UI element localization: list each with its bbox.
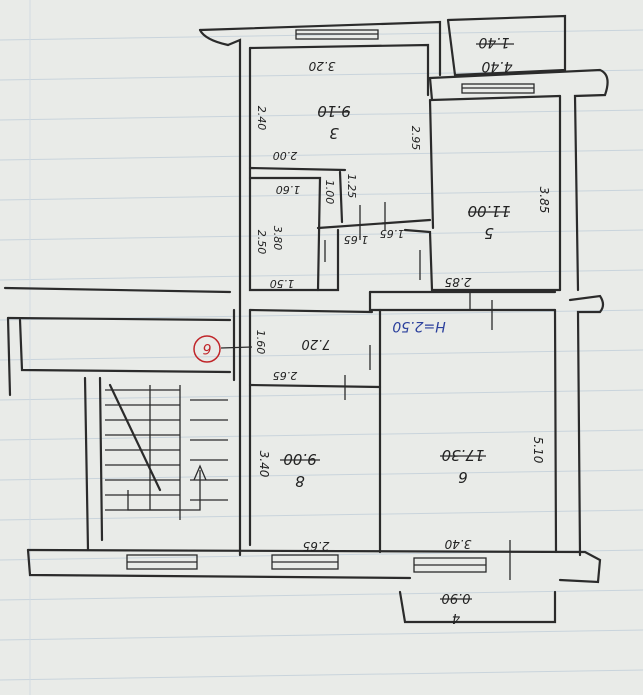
room-7-height-dim: 1.60 (254, 330, 267, 355)
room-3-top-dim: 3.20 (308, 59, 335, 73)
room-7: 6 7.20 1.60 2.65 (193, 330, 331, 382)
room-5-area: 11.00 (468, 202, 511, 220)
ceiling-height: H=2.50 (392, 318, 446, 334)
room-6-area: 17.30 (442, 446, 485, 464)
room-8-left-dim: 3.40 (257, 451, 271, 478)
wc-bottom-dim: 1.50 (270, 277, 295, 290)
room-5-number: 5 (484, 224, 494, 242)
balcony-area: 0.90 (442, 590, 471, 605)
room-marker-label: 6 (202, 340, 211, 356)
room-6: 17.30 6 5.10 3.40 (440, 437, 545, 551)
room-wc: 2.00 1.60 1.00 1.25 3.80 2.50 1.50 (255, 149, 358, 290)
hall-dim: 1.65 (344, 233, 369, 246)
balcony-number: 4 (452, 610, 460, 625)
room-5: 11.00 5 3.85 2.85 (445, 187, 551, 289)
wc-side-a-dim: 1.00 (323, 180, 336, 205)
room-3-number: 3 (329, 124, 339, 142)
inner-walls (232, 43, 562, 554)
room-6-right-dim: 5.10 (531, 437, 545, 464)
room-6-bottom-dim: 3.40 (444, 537, 471, 551)
balcony-outline (398, 590, 557, 624)
wc-mid-dim: 1.60 (276, 183, 301, 196)
room-3-left-dim: 2.40 (255, 106, 268, 131)
room-4-area: 4.40 (481, 58, 512, 74)
wc-left-a-dim: 3.80 (271, 226, 284, 251)
wc-side-b-dim: 1.25 (345, 174, 358, 199)
room-4: 1.40 4.40 (476, 34, 514, 74)
wc-left-b-dim: 2.50 (255, 230, 268, 255)
windows (126, 29, 535, 573)
room-7-width-dim: 2.65 (273, 369, 298, 382)
room-8-bottom-dim: 2.65 (303, 539, 330, 553)
room-3-right-dim: 2.95 (409, 126, 422, 151)
room-5-right-dim: 3.85 (537, 187, 551, 214)
room-3-area: 9.10 (317, 102, 350, 120)
staircase (105, 383, 228, 520)
room-marker-circle (193, 335, 221, 363)
room-7-area: 7.20 (302, 336, 331, 351)
outer-walls (3, 14, 609, 584)
hall-dim-secondary: 1.65 (380, 227, 405, 240)
room-8-area: 9.00 (283, 450, 316, 468)
room-6-number: 6 (458, 468, 468, 486)
room-3: 3.20 9.10 3 2.40 2.95 (255, 59, 422, 150)
room-8-number: 8 (295, 472, 305, 490)
room-8: 9.00 8 3.40 2.65 (257, 450, 329, 553)
room-4-top-dim: 1.40 (478, 34, 509, 50)
room-5-bottom-dim: 2.85 (445, 275, 472, 289)
dimension-ticks (324, 202, 511, 580)
wc-top-dim: 2.00 (273, 149, 298, 162)
balcony: 0.90 4 (440, 590, 472, 625)
